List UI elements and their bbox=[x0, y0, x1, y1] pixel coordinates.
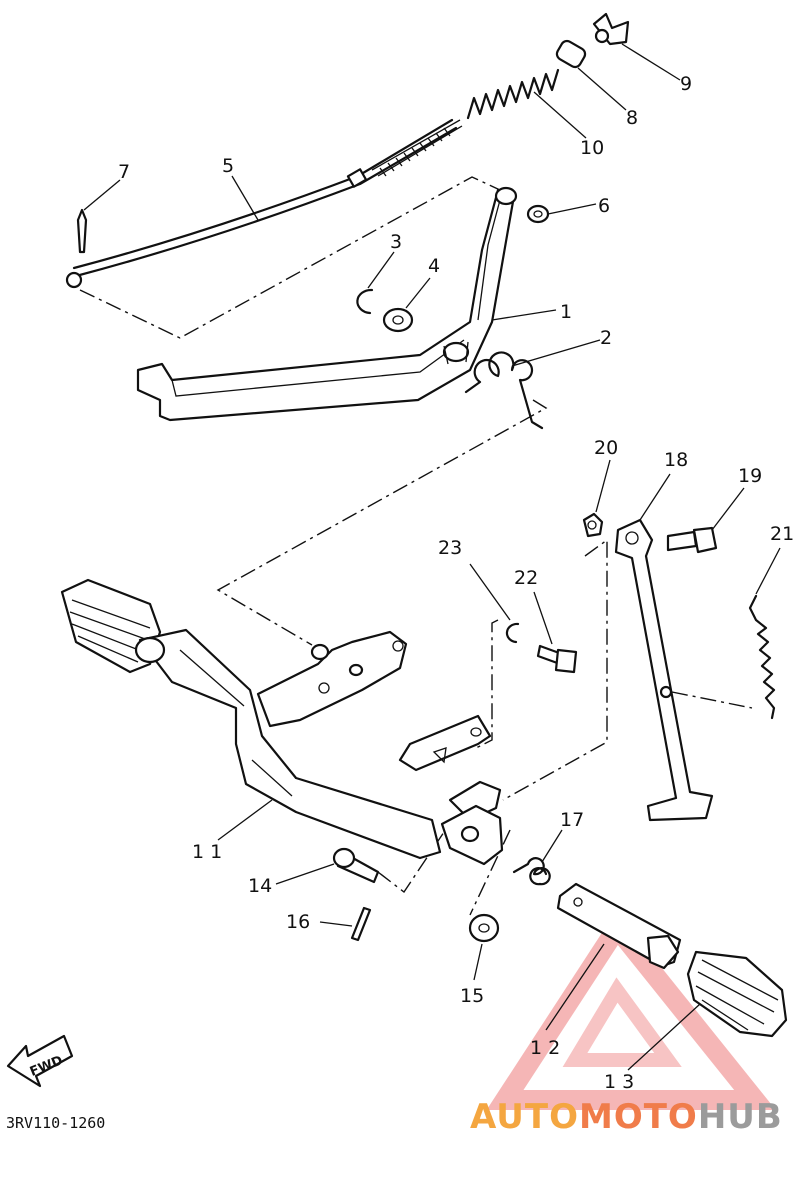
watermark-triangle-inner bbox=[562, 977, 682, 1067]
sidestand-spring bbox=[748, 594, 776, 720]
part-label-11: 1 1 bbox=[192, 841, 222, 863]
part-label-15: 15 bbox=[460, 985, 484, 1007]
part-label-6: 6 bbox=[598, 195, 610, 217]
bracket-clip bbox=[505, 622, 520, 644]
brake-pedal bbox=[136, 186, 518, 422]
watermark-triangle-outer bbox=[486, 910, 776, 1110]
sidestand bbox=[614, 518, 714, 822]
watermark-text-moto: MOTO bbox=[579, 1097, 698, 1137]
part-label-19: 19 bbox=[738, 465, 762, 487]
part-label-13: 1 3 bbox=[604, 1071, 634, 1093]
part-label-23: 23 bbox=[438, 537, 462, 559]
watermark-text: AUTOMOTOHUB bbox=[470, 1097, 783, 1137]
part-label-2: 2 bbox=[600, 327, 612, 349]
footrest-washer bbox=[468, 913, 500, 943]
part-label-16: 16 bbox=[286, 911, 310, 933]
part-label-21: 21 bbox=[770, 523, 794, 545]
part-label-7: 7 bbox=[118, 161, 130, 183]
part-label-12: 1 2 bbox=[530, 1037, 560, 1059]
pivot-pin bbox=[332, 847, 380, 884]
footrest-arm bbox=[556, 882, 682, 970]
part-label-18: 18 bbox=[664, 449, 688, 471]
part-label-1: 1 bbox=[560, 301, 572, 323]
part-label-3: 3 bbox=[390, 231, 402, 253]
part-label-22: 22 bbox=[514, 567, 538, 589]
assembly-lines bbox=[79, 176, 753, 916]
sidestand-nut bbox=[582, 512, 604, 538]
pedal-spring bbox=[464, 351, 544, 430]
circlip bbox=[356, 288, 374, 315]
part-label-20: 20 bbox=[594, 437, 618, 459]
footrest-rubber bbox=[686, 950, 788, 1038]
plain-washer bbox=[382, 307, 414, 333]
watermark-logo bbox=[486, 910, 776, 1110]
return-spring bbox=[466, 68, 560, 120]
cotter-pin-small bbox=[350, 906, 372, 942]
leader-lines bbox=[83, 43, 781, 1071]
part-label-17: 17 bbox=[560, 809, 584, 831]
brake-rod bbox=[65, 118, 463, 289]
adjusting-collar bbox=[555, 39, 587, 69]
part-label-8: 8 bbox=[626, 107, 638, 129]
part-label-10: 10 bbox=[580, 137, 604, 159]
part-labels: 1 2 3 4 5 6 7 8 9 10 1 1 1 2 1 3 14 15 1… bbox=[118, 73, 794, 1093]
watermark-text-hub: HUB bbox=[698, 1097, 783, 1137]
fwd-arrow-icon: FWD bbox=[6, 1034, 74, 1088]
wing-nut bbox=[592, 12, 630, 46]
footrest-spring bbox=[512, 857, 551, 886]
drawing-code: 3RV110-1260 bbox=[6, 1114, 105, 1132]
part-label-5: 5 bbox=[222, 155, 234, 177]
pedal-washer bbox=[526, 204, 550, 224]
footrest-bracket bbox=[60, 578, 504, 866]
part-label-9: 9 bbox=[680, 73, 692, 95]
bracket-bolt bbox=[536, 644, 578, 674]
cotter-pin bbox=[76, 208, 88, 254]
part-label-4: 4 bbox=[428, 255, 440, 277]
part-label-14: 14 bbox=[248, 875, 272, 897]
sidestand-bolt bbox=[666, 526, 718, 554]
watermark-text-auto: AUTO bbox=[470, 1097, 579, 1137]
